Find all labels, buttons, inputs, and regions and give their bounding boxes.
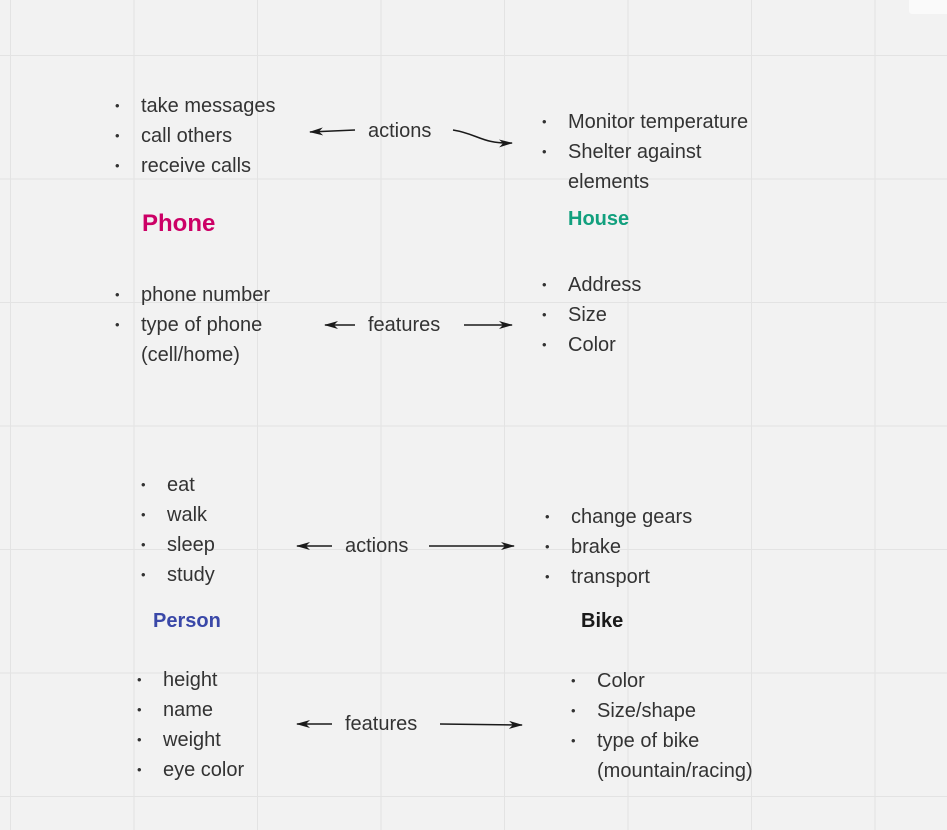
bike-features-list: Color Size/shape type of bike (mountain/… <box>571 666 791 786</box>
connector-label-bottom-actions: actions <box>345 535 409 557</box>
list-item: height <box>137 665 287 695</box>
list-item: sleep <box>141 530 281 560</box>
list-item: Address <box>542 270 742 300</box>
list-item: phone number <box>115 280 305 310</box>
connector-label-top-features: features <box>368 314 441 336</box>
list-item: brake <box>545 532 745 562</box>
person-actions-list: eat walk sleep study <box>141 470 281 590</box>
house-features-list: Address Size Color <box>542 270 742 360</box>
list-item: type of bike (mountain/racing) <box>571 726 791 786</box>
list-item: Color <box>571 666 791 696</box>
arrow-top-actions-left <box>309 127 356 136</box>
corner-panel <box>909 0 947 14</box>
list-item: call others <box>115 121 315 151</box>
list-item: type of phone (cell/home) <box>115 310 305 370</box>
house-title: House <box>568 208 630 230</box>
list-item: name <box>137 695 287 725</box>
list-item: Size <box>542 300 742 330</box>
list-item: Monitor temperature <box>542 107 782 137</box>
house-actions-list: Monitor temperature Shelter against elem… <box>542 107 782 197</box>
phone-features-list: phone number type of phone (cell/home) <box>115 280 305 370</box>
list-item: study <box>141 560 281 590</box>
list-item: weight <box>137 725 287 755</box>
arrow-top-actions-right <box>452 129 513 148</box>
list-item: Shelter against elements <box>542 137 782 197</box>
list-item: Size/shape <box>571 696 791 726</box>
list-item: eat <box>141 470 281 500</box>
list-item: Color <box>542 330 742 360</box>
list-item: walk <box>141 500 281 530</box>
list-item: receive calls <box>115 151 315 181</box>
list-item: change gears <box>545 502 745 532</box>
connector-label-top-actions: actions <box>368 120 432 142</box>
person-features-list: height name weight eye color <box>137 665 287 785</box>
list-item: eye color <box>137 755 287 785</box>
list-item: take messages <box>115 91 315 121</box>
bike-actions-list: change gears brake transport <box>545 502 745 592</box>
person-title: Person <box>153 610 221 632</box>
phone-title: Phone <box>142 210 216 237</box>
phone-actions-list: take messages call others receive calls <box>115 91 315 181</box>
bike-title: Bike <box>581 610 624 632</box>
connector-label-bottom-features: features <box>345 713 418 735</box>
list-item: transport <box>545 562 745 592</box>
arrow-bottom-features-right <box>439 720 523 729</box>
